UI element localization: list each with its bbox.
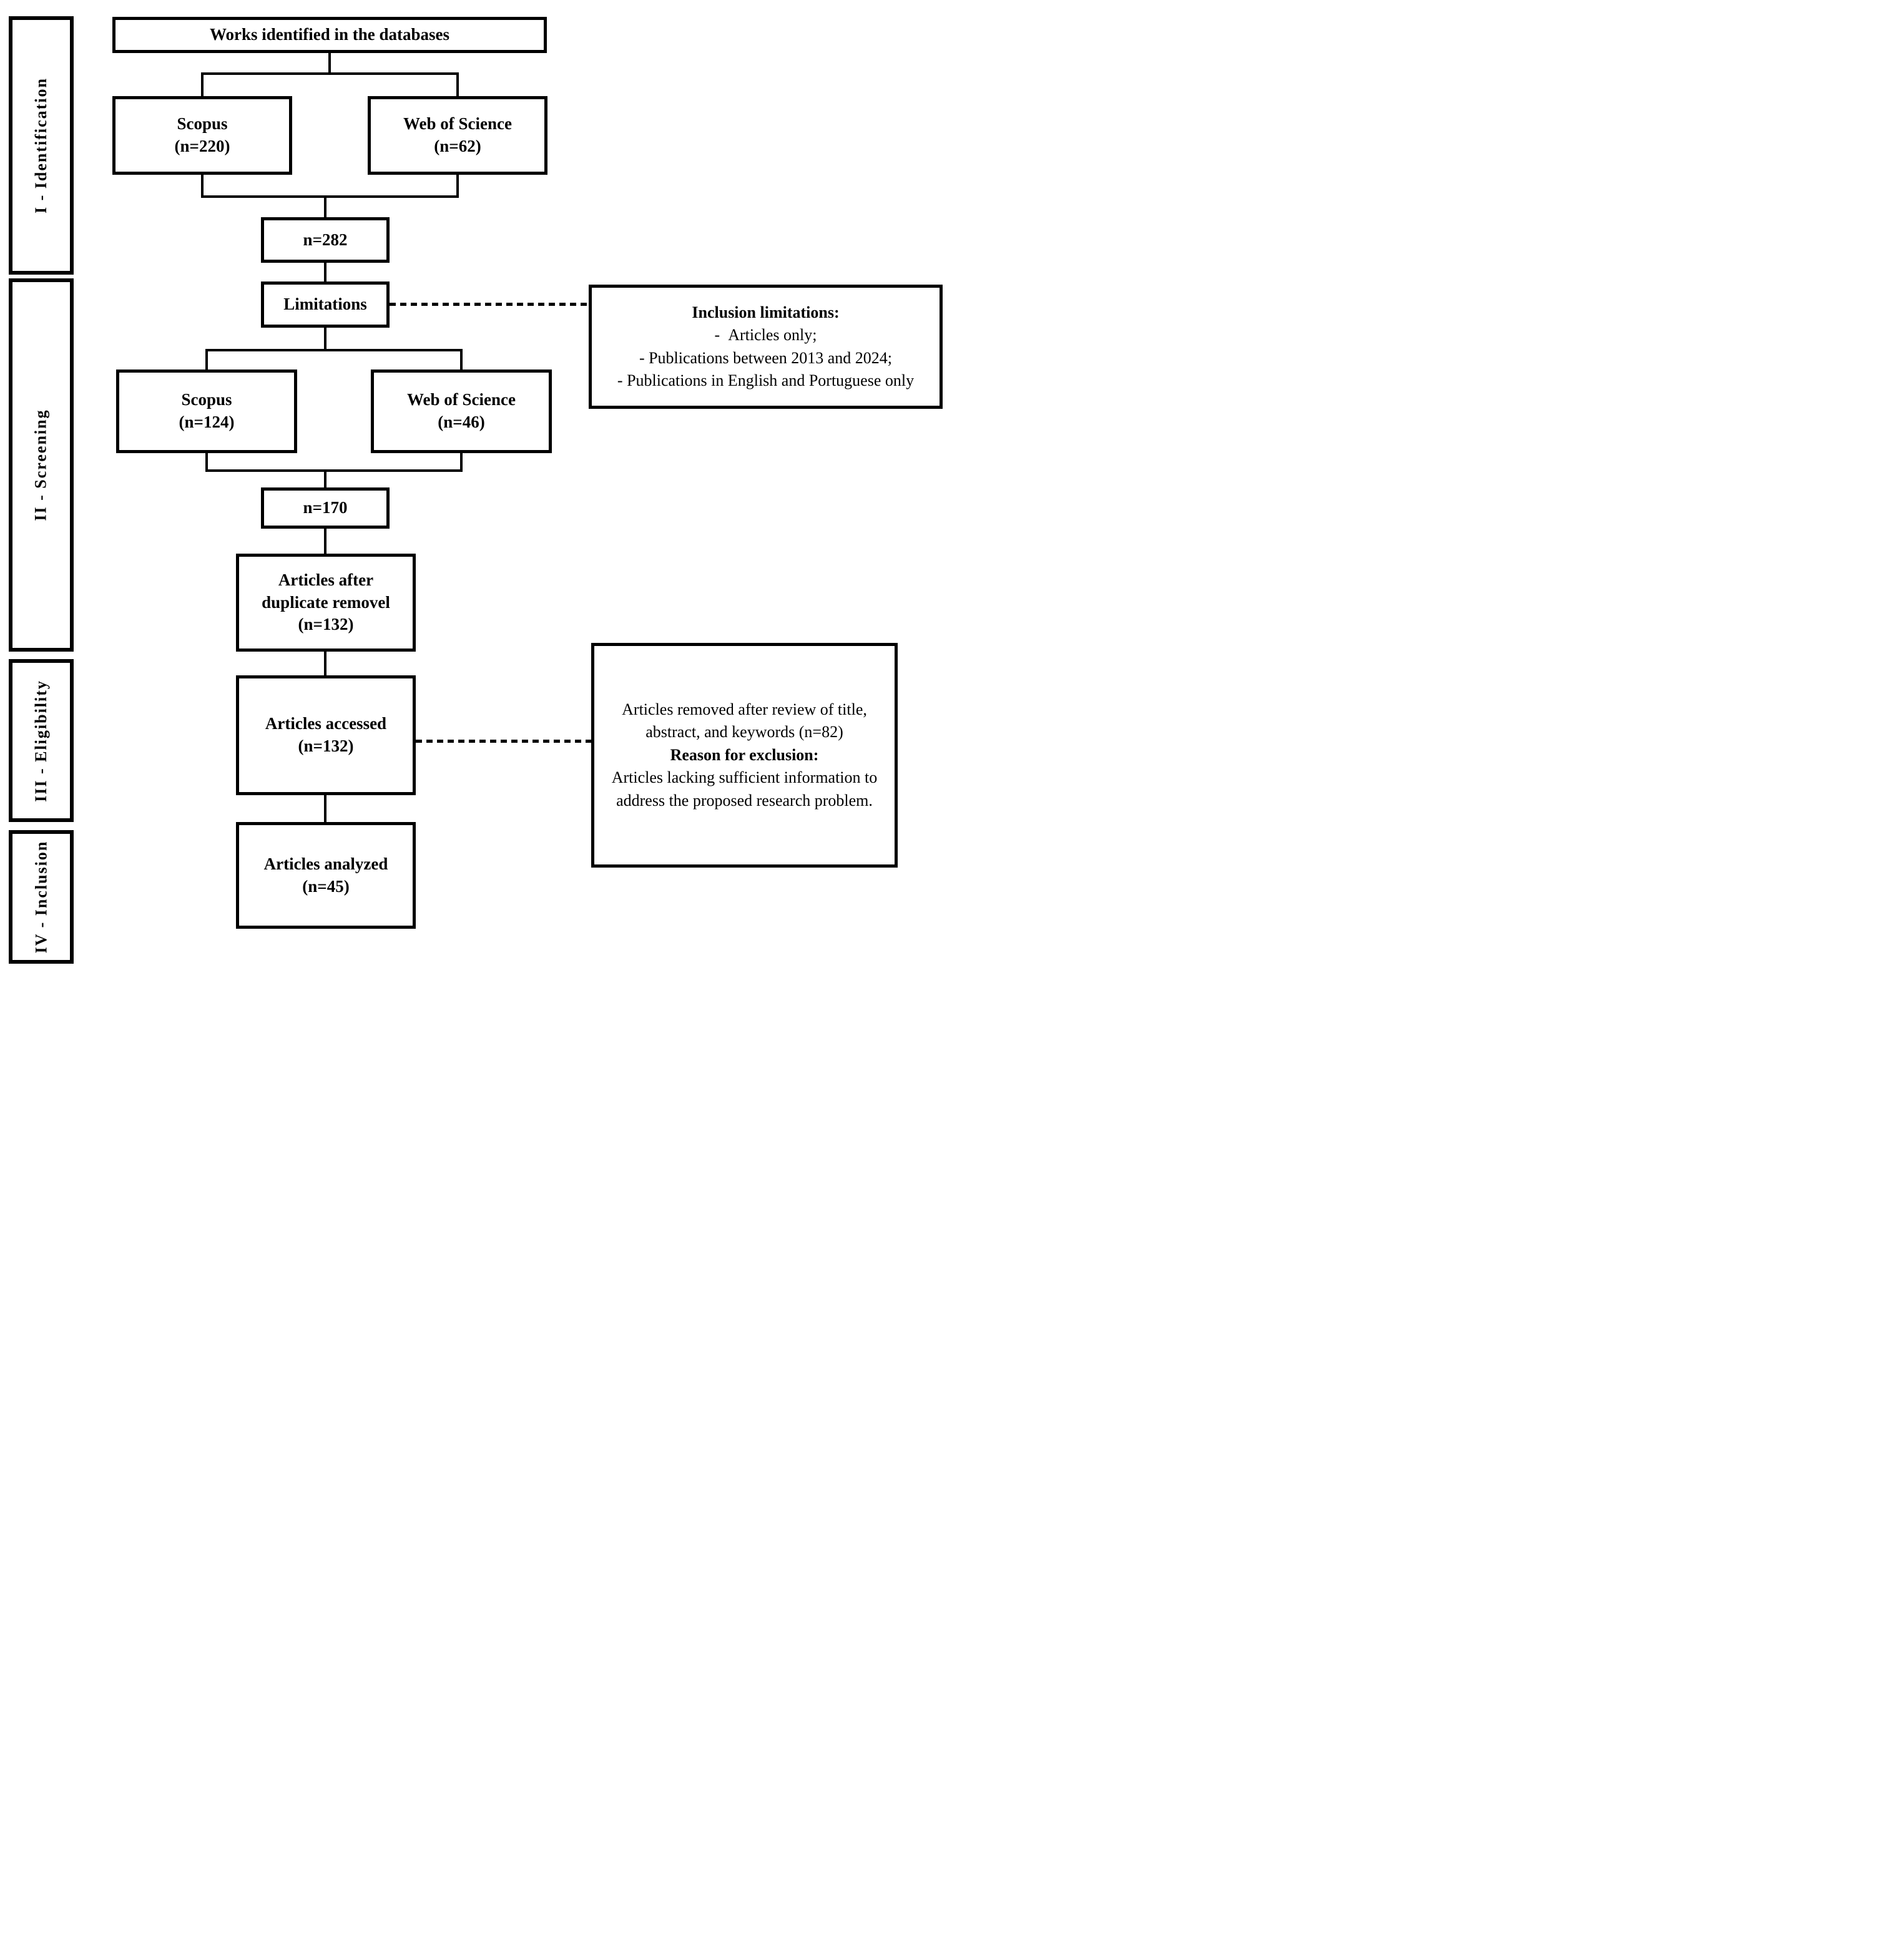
exclusion-note: Articles removed after review of title, … — [591, 643, 898, 868]
inclusion-limitations-note: Inclusion limitations: - Articles only; … — [589, 285, 943, 409]
stage-screening: II - Screening — [9, 278, 74, 652]
total-screened-box: n=170 — [261, 487, 390, 529]
articles-analyzed-box: Articles analyzed (n=45) — [236, 822, 416, 929]
connector-merge2-down — [324, 469, 326, 487]
connector-split2-left — [205, 349, 208, 370]
wos-screening-box: Web of Science (n=46) — [371, 370, 552, 453]
stage-screening-label: II - Screening — [32, 409, 51, 521]
total-screened-label: n=170 — [303, 498, 348, 517]
connector-accessed-analyzed — [324, 795, 326, 822]
limitations-box: Limitations — [261, 281, 390, 328]
exclusion-reason: Articles lacking sufficient information … — [611, 768, 878, 810]
dashed-connector-limitations — [390, 303, 589, 306]
stage-identification: I - Identification — [9, 16, 74, 275]
limitations-label: Limitations — [283, 295, 367, 314]
connector-n170-duplicates — [324, 529, 326, 554]
total-identified-box: n=282 — [261, 217, 390, 263]
dashed-connector-exclusion — [416, 740, 591, 743]
wos-identification-name: Web of Science — [403, 114, 512, 134]
stage-inclusion-label: IV - Inclusion — [32, 840, 50, 954]
duplicates-removed-line2: duplicate removel — [262, 592, 390, 612]
stage-eligibility-label: III - Eligibility — [32, 679, 51, 802]
inclusion-limitations-title: Inclusion limitations: — [692, 303, 840, 321]
exclusion-title: Reason for exclusion: — [670, 745, 819, 764]
connector-merge1-horizontal — [201, 195, 459, 198]
wos-screening-name: Web of Science — [407, 390, 516, 409]
connector-split1-right — [456, 72, 459, 96]
connector-merge2-left — [205, 453, 208, 472]
scopus-screening-name: Scopus — [181, 390, 232, 409]
scopus-identification-count: (n=220) — [174, 137, 230, 155]
connector-limitations-down — [324, 328, 326, 351]
wos-screening-count: (n=46) — [438, 413, 485, 431]
scopus-screening-count: (n=124) — [179, 413, 235, 431]
scopus-screening-box: Scopus (n=124) — [116, 370, 297, 453]
connector-merge1-down — [324, 195, 326, 217]
prisma-flow-diagram: I - Identification II - Screening III - … — [0, 0, 952, 977]
duplicates-removed-box: Articles after duplicate removel (n=132) — [236, 554, 416, 652]
articles-accessed-label: Articles accessed — [265, 714, 387, 733]
connector-split2-right — [460, 349, 463, 370]
connector-merge1-left — [201, 175, 204, 198]
connector-split1-left — [201, 72, 204, 96]
articles-analyzed-count: (n=45) — [302, 876, 350, 896]
exclusion-intro: Articles removed after review of title, … — [622, 700, 867, 742]
inclusion-limitation-item-1: - Articles only; — [714, 326, 817, 345]
scopus-identification-name: Scopus — [177, 114, 228, 134]
wos-identification-count: (n=62) — [434, 137, 481, 155]
works-identified-label: Works identified in the databases — [209, 25, 450, 44]
stage-identification-label: I - Identification — [32, 77, 50, 213]
stage-eligibility: III - Eligibility — [9, 659, 74, 822]
inclusion-limitation-item-2: - Publications between 2013 and 2024; — [639, 348, 893, 367]
connector-merge1-right — [456, 175, 459, 198]
connector-split1-horizontal — [201, 72, 459, 75]
duplicates-removed-line1: Articles after — [278, 570, 374, 590]
articles-accessed-box: Articles accessed (n=132) — [236, 675, 416, 795]
connector-works-down — [328, 53, 331, 74]
works-identified-box: Works identified in the databases — [112, 17, 547, 53]
articles-accessed-count: (n=132) — [298, 737, 354, 755]
total-identified-label: n=282 — [303, 230, 348, 249]
duplicates-removed-count: (n=132) — [298, 615, 354, 634]
articles-analyzed-label: Articles analyzed — [263, 854, 388, 873]
inclusion-limitation-item-3: - Publications in English and Portuguese… — [617, 371, 915, 389]
scopus-identification-box: Scopus (n=220) — [112, 96, 292, 175]
wos-identification-box: Web of Science (n=62) — [368, 96, 547, 175]
connector-split2-horizontal — [205, 349, 463, 351]
connector-duplicates-accessed — [324, 652, 326, 675]
connector-merge2-horizontal — [205, 469, 463, 472]
connector-n282-limitations — [324, 263, 326, 281]
stage-inclusion: IV - Inclusion — [9, 830, 74, 964]
connector-merge2-right — [460, 453, 463, 472]
